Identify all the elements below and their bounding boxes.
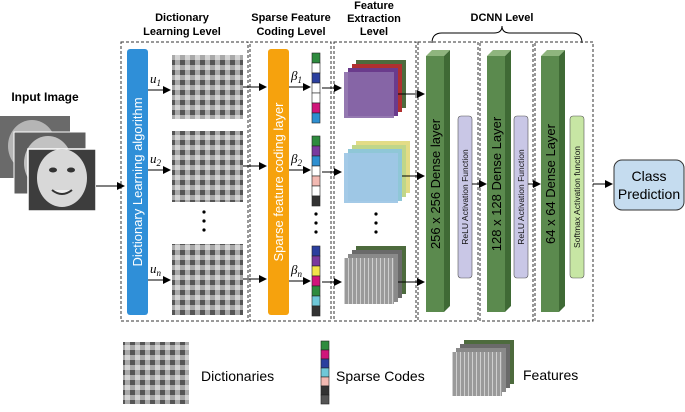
feature-stack-2 — [344, 141, 410, 203]
u2-label: u2 — [150, 151, 162, 168]
feature-level-box — [333, 41, 417, 322]
dense3-level-box — [534, 41, 594, 322]
header-sparse-line2: Coding Level — [256, 26, 325, 38]
sparse-level-box — [249, 41, 332, 322]
dense-layer-3 — [541, 50, 565, 312]
class-prediction-line1: Class — [631, 168, 666, 184]
header-dcnn: DCNN Level — [471, 12, 534, 24]
activation-1-box — [457, 115, 473, 279]
dense-layer-2-label: 128 x 128 Dense Layer — [489, 116, 504, 251]
beta1-label: β1 — [290, 68, 302, 85]
input-face-images — [0, 116, 97, 212]
u1-label: u1 — [150, 71, 161, 88]
input-image-label: Input Image — [11, 90, 79, 104]
dense-layer-2 — [487, 50, 511, 312]
feature-ellipsis — [374, 212, 378, 234]
dictionary-learning-label: Dictionary Learning algorithm — [130, 97, 145, 266]
feature-stack-1 — [344, 60, 406, 118]
legend-dictionaries-label: Dictionaries — [201, 368, 274, 384]
dense1-level-box — [417, 41, 479, 322]
header-feature-line2: Extraction — [347, 13, 401, 25]
dictionary-ellipsis — [202, 210, 206, 232]
u-arrows — [148, 86, 171, 284]
dictionary-level-box — [120, 41, 249, 322]
activation-3-label: Softmax Activation function — [572, 146, 582, 248]
activation-1-label: ReLU Activation Function — [460, 149, 470, 245]
dictionary-images — [172, 55, 243, 315]
header-sparse-line1: Sparse Feature — [251, 12, 330, 24]
class-prediction-box — [613, 159, 685, 211]
legend-features-swatch — [452, 340, 514, 396]
sparse-code-ellipsis — [314, 212, 318, 234]
un-label: un — [150, 261, 162, 278]
dictionary-1 — [172, 55, 243, 119]
feature-stack-n — [344, 246, 406, 304]
header-feature-line3: Level — [360, 26, 388, 38]
sparse-coding-label: Sparse feature coding layer — [271, 102, 286, 262]
dense-layer-3-label: 64 x 64 Dense Layer — [543, 123, 558, 244]
legend-dictionary-swatch — [123, 342, 189, 404]
class-prediction-line2: Prediction — [618, 186, 680, 202]
dense-layer-1 — [426, 50, 450, 312]
legend-features-label: Features — [523, 367, 578, 383]
header-dictionary-line2: Learning Level — [143, 26, 221, 38]
sparse-coding-bar — [268, 49, 289, 315]
legend: Dictionaries Sparse Codes Features — [123, 340, 578, 405]
dictionary-learning-bar — [127, 49, 148, 315]
header-feature-line1: Feature — [354, 0, 394, 12]
betan-label: βn — [290, 262, 302, 279]
sparse-code-strip-2 — [311, 135, 321, 207]
dictionary-2 — [172, 131, 243, 202]
activation-2-box — [513, 115, 529, 279]
dictionary-n — [172, 244, 243, 315]
dcnn-brace — [431, 25, 583, 44]
activation-3-box — [569, 115, 585, 279]
beta2-label: β2 — [290, 151, 302, 168]
dense-layer-1-label: 256 x 256 Dense layer — [428, 118, 443, 249]
legend-sparse-codes-label: Sparse Codes — [336, 368, 425, 384]
sparse-code-strip-n — [311, 245, 321, 317]
sparse-code-strip-1 — [311, 52, 321, 124]
legend-sparse-swatch — [320, 340, 330, 405]
activation-2-label: ReLU Activation Function — [516, 149, 526, 245]
header-dictionary-line1: Dictionary — [155, 12, 210, 24]
